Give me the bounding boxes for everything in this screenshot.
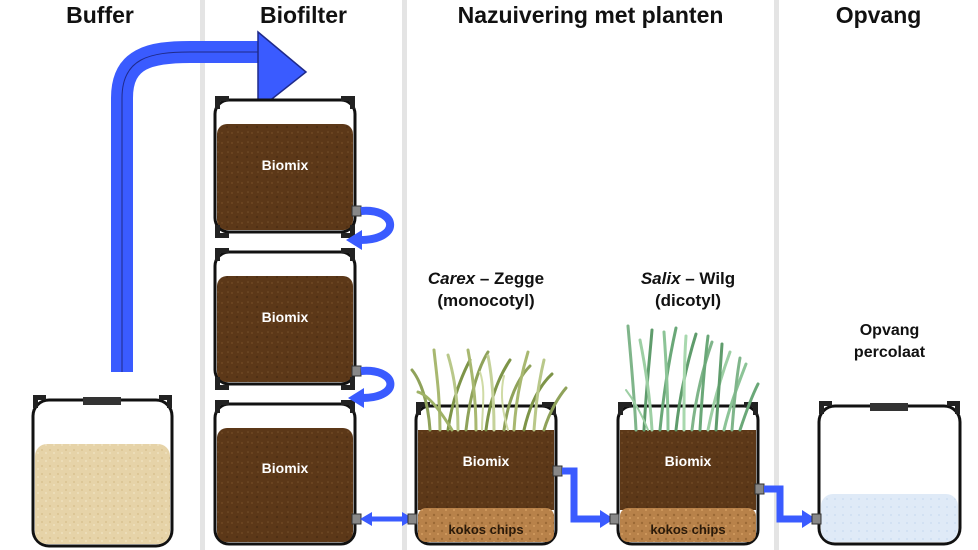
biofilter-1-label: Biomix xyxy=(262,157,309,173)
salix-kokos-label: kokos chips xyxy=(650,522,725,537)
carex-plant xyxy=(410,348,568,432)
flow-arrow-1 xyxy=(346,206,394,250)
biofilter-tank-2 xyxy=(213,248,362,390)
carex-biomix-label: Biomix xyxy=(463,453,510,469)
header-opvang: Opvang xyxy=(835,2,922,28)
flow-arrow-5 xyxy=(764,485,816,528)
biofilter-2-label: Biomix xyxy=(262,309,309,325)
carex-name: – Zegge xyxy=(475,269,545,288)
carex-genus: Carex xyxy=(427,269,476,288)
flow-arrow-2 xyxy=(348,366,395,408)
header-buffer: Buffer xyxy=(66,2,134,28)
carex-type: (monocotyl) xyxy=(437,291,535,310)
pump-arrow xyxy=(111,30,308,372)
salix-biomix-label: Biomix xyxy=(665,453,712,469)
biofilter-tank-1 xyxy=(213,96,362,238)
header-nazuivering: Nazuivering met planten xyxy=(457,2,724,28)
carex-tank xyxy=(407,402,563,546)
salix-plant xyxy=(625,324,760,432)
carex-kokos-label: kokos chips xyxy=(448,522,523,537)
salix-genus: Salix xyxy=(640,269,681,288)
biofilter-tank-3 xyxy=(213,400,362,546)
biofilter-3-label: Biomix xyxy=(262,460,309,476)
salix-type: (dicotyl) xyxy=(654,291,722,310)
salix-tank xyxy=(609,402,765,546)
opvang-tank xyxy=(811,401,962,546)
salix-name: – Wilg xyxy=(680,269,736,288)
opvang-caption: Opvang percolaat xyxy=(819,320,960,364)
buffer-tank xyxy=(31,395,174,548)
header-biofilter: Biofilter xyxy=(260,2,347,28)
salix-caption: Salix – Wilg (dicotyl) xyxy=(618,268,758,312)
flow-arrow-3 xyxy=(360,512,414,526)
opvang-caption-line1: Opvang xyxy=(859,322,920,339)
opvang-caption-line2: percolaat xyxy=(853,344,926,361)
flow-arrow-4 xyxy=(562,467,614,528)
carex-caption: Carex – Zegge (monocotyl) xyxy=(416,268,556,312)
